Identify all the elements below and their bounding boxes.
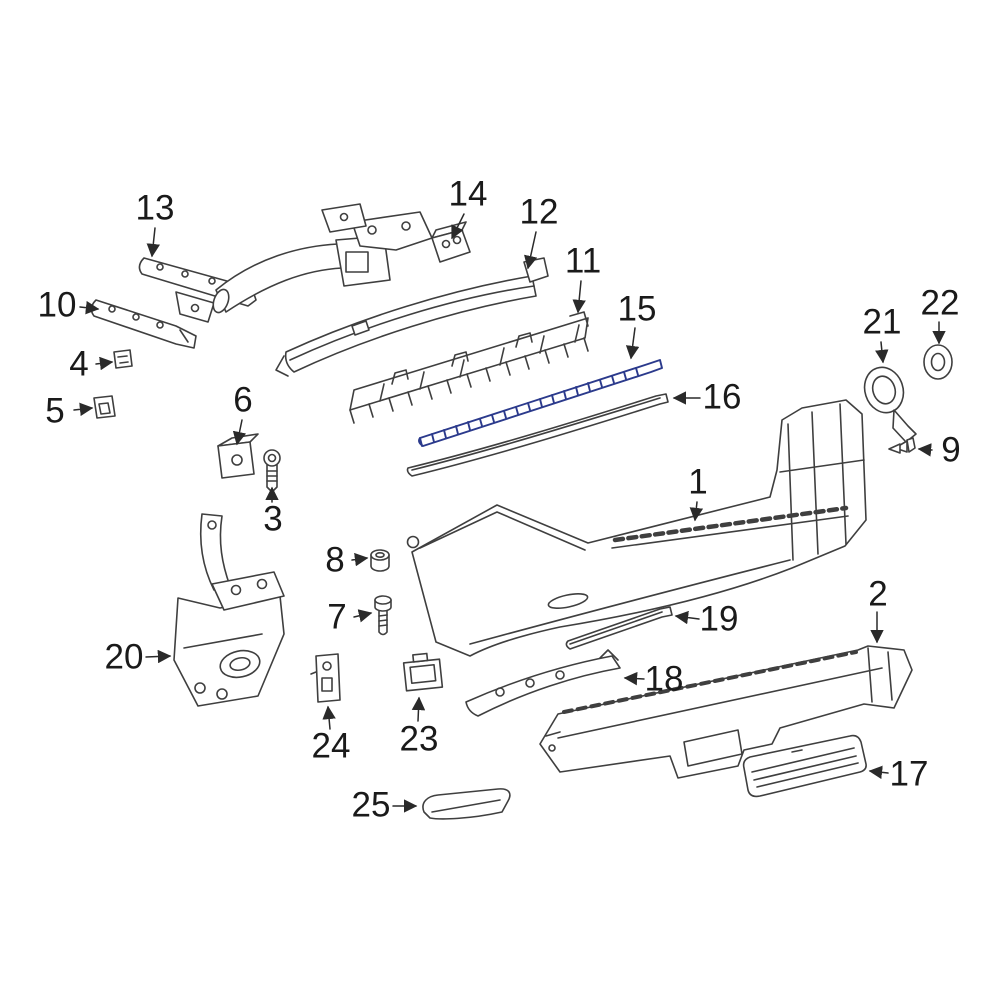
leader-5 bbox=[73, 402, 94, 417]
leader-12 bbox=[524, 231, 538, 270]
leader-17 bbox=[868, 765, 889, 780]
leader-6 bbox=[232, 419, 247, 446]
callout-17: 17 bbox=[889, 754, 929, 794]
callout-13: 13 bbox=[135, 188, 175, 228]
part-14-bracket bbox=[431, 221, 471, 263]
callout-20: 20 bbox=[104, 637, 144, 677]
leader-8 bbox=[351, 552, 369, 567]
leader-21 bbox=[875, 341, 889, 364]
callout-19: 19 bbox=[699, 599, 739, 639]
callout-24: 24 bbox=[311, 726, 351, 766]
part-4-clip bbox=[113, 349, 133, 369]
part-7-bolt bbox=[374, 595, 392, 636]
callout-12: 12 bbox=[519, 192, 559, 232]
part-22-grommet bbox=[923, 344, 953, 380]
part-11-absorber bbox=[349, 311, 589, 424]
part-23-module bbox=[402, 652, 444, 692]
part-3-screw bbox=[263, 449, 281, 493]
part-13-hitch-crossmember bbox=[138, 203, 433, 323]
leader-23 bbox=[411, 696, 426, 722]
leader-arrows bbox=[73, 213, 946, 813]
callout-5: 5 bbox=[45, 391, 65, 431]
part-17-tow-hook-cover bbox=[742, 734, 867, 798]
callout-25: 25 bbox=[351, 785, 391, 825]
callout-2: 2 bbox=[868, 574, 888, 614]
part-24-bracket bbox=[310, 653, 341, 703]
leader-24 bbox=[322, 705, 336, 730]
callout-7: 7 bbox=[327, 597, 347, 637]
leader-9 bbox=[917, 443, 933, 457]
part-5-clip bbox=[93, 395, 116, 419]
leader-11 bbox=[572, 280, 586, 314]
part-19-molding bbox=[565, 606, 673, 650]
part-18-closeout-panel bbox=[465, 649, 621, 717]
callout-18: 18 bbox=[644, 659, 684, 699]
callout-23: 23 bbox=[399, 719, 439, 759]
leader-14 bbox=[451, 213, 465, 240]
leader-18 bbox=[623, 671, 645, 686]
callout-4: 4 bbox=[69, 344, 89, 384]
part-9-clip bbox=[888, 437, 916, 454]
callout-9: 9 bbox=[941, 430, 961, 470]
leader-20 bbox=[145, 649, 172, 664]
part-20-hitch-bracket bbox=[173, 513, 285, 707]
part-8-nut bbox=[370, 549, 390, 572]
part-1-bumper-cover bbox=[406, 399, 867, 657]
leader-19 bbox=[674, 610, 700, 625]
leader-4 bbox=[95, 356, 114, 371]
leader-10 bbox=[79, 300, 100, 315]
callout-16: 16 bbox=[702, 377, 742, 417]
leader-13 bbox=[146, 227, 161, 258]
callout-11: 11 bbox=[564, 241, 602, 281]
callout-22: 22 bbox=[920, 283, 960, 323]
callout-14: 14 bbox=[448, 174, 488, 214]
leader-1 bbox=[689, 501, 704, 522]
part-16-strip bbox=[406, 393, 669, 477]
callout-10: 10 bbox=[37, 285, 77, 325]
part-25-reflector bbox=[422, 788, 511, 820]
part-21-park-sensor bbox=[863, 366, 917, 443]
part-2-lower-valance bbox=[539, 645, 913, 779]
part-15-step-pad-highlighted bbox=[418, 359, 663, 447]
callout-21: 21 bbox=[862, 302, 902, 342]
callout-1: 1 bbox=[688, 462, 708, 502]
callout-3: 3 bbox=[263, 499, 283, 539]
callout-15: 15 bbox=[617, 289, 657, 329]
leader-7 bbox=[353, 609, 373, 623]
callout-6: 6 bbox=[233, 380, 253, 420]
callout-8: 8 bbox=[325, 540, 345, 580]
leader-15 bbox=[625, 327, 640, 360]
